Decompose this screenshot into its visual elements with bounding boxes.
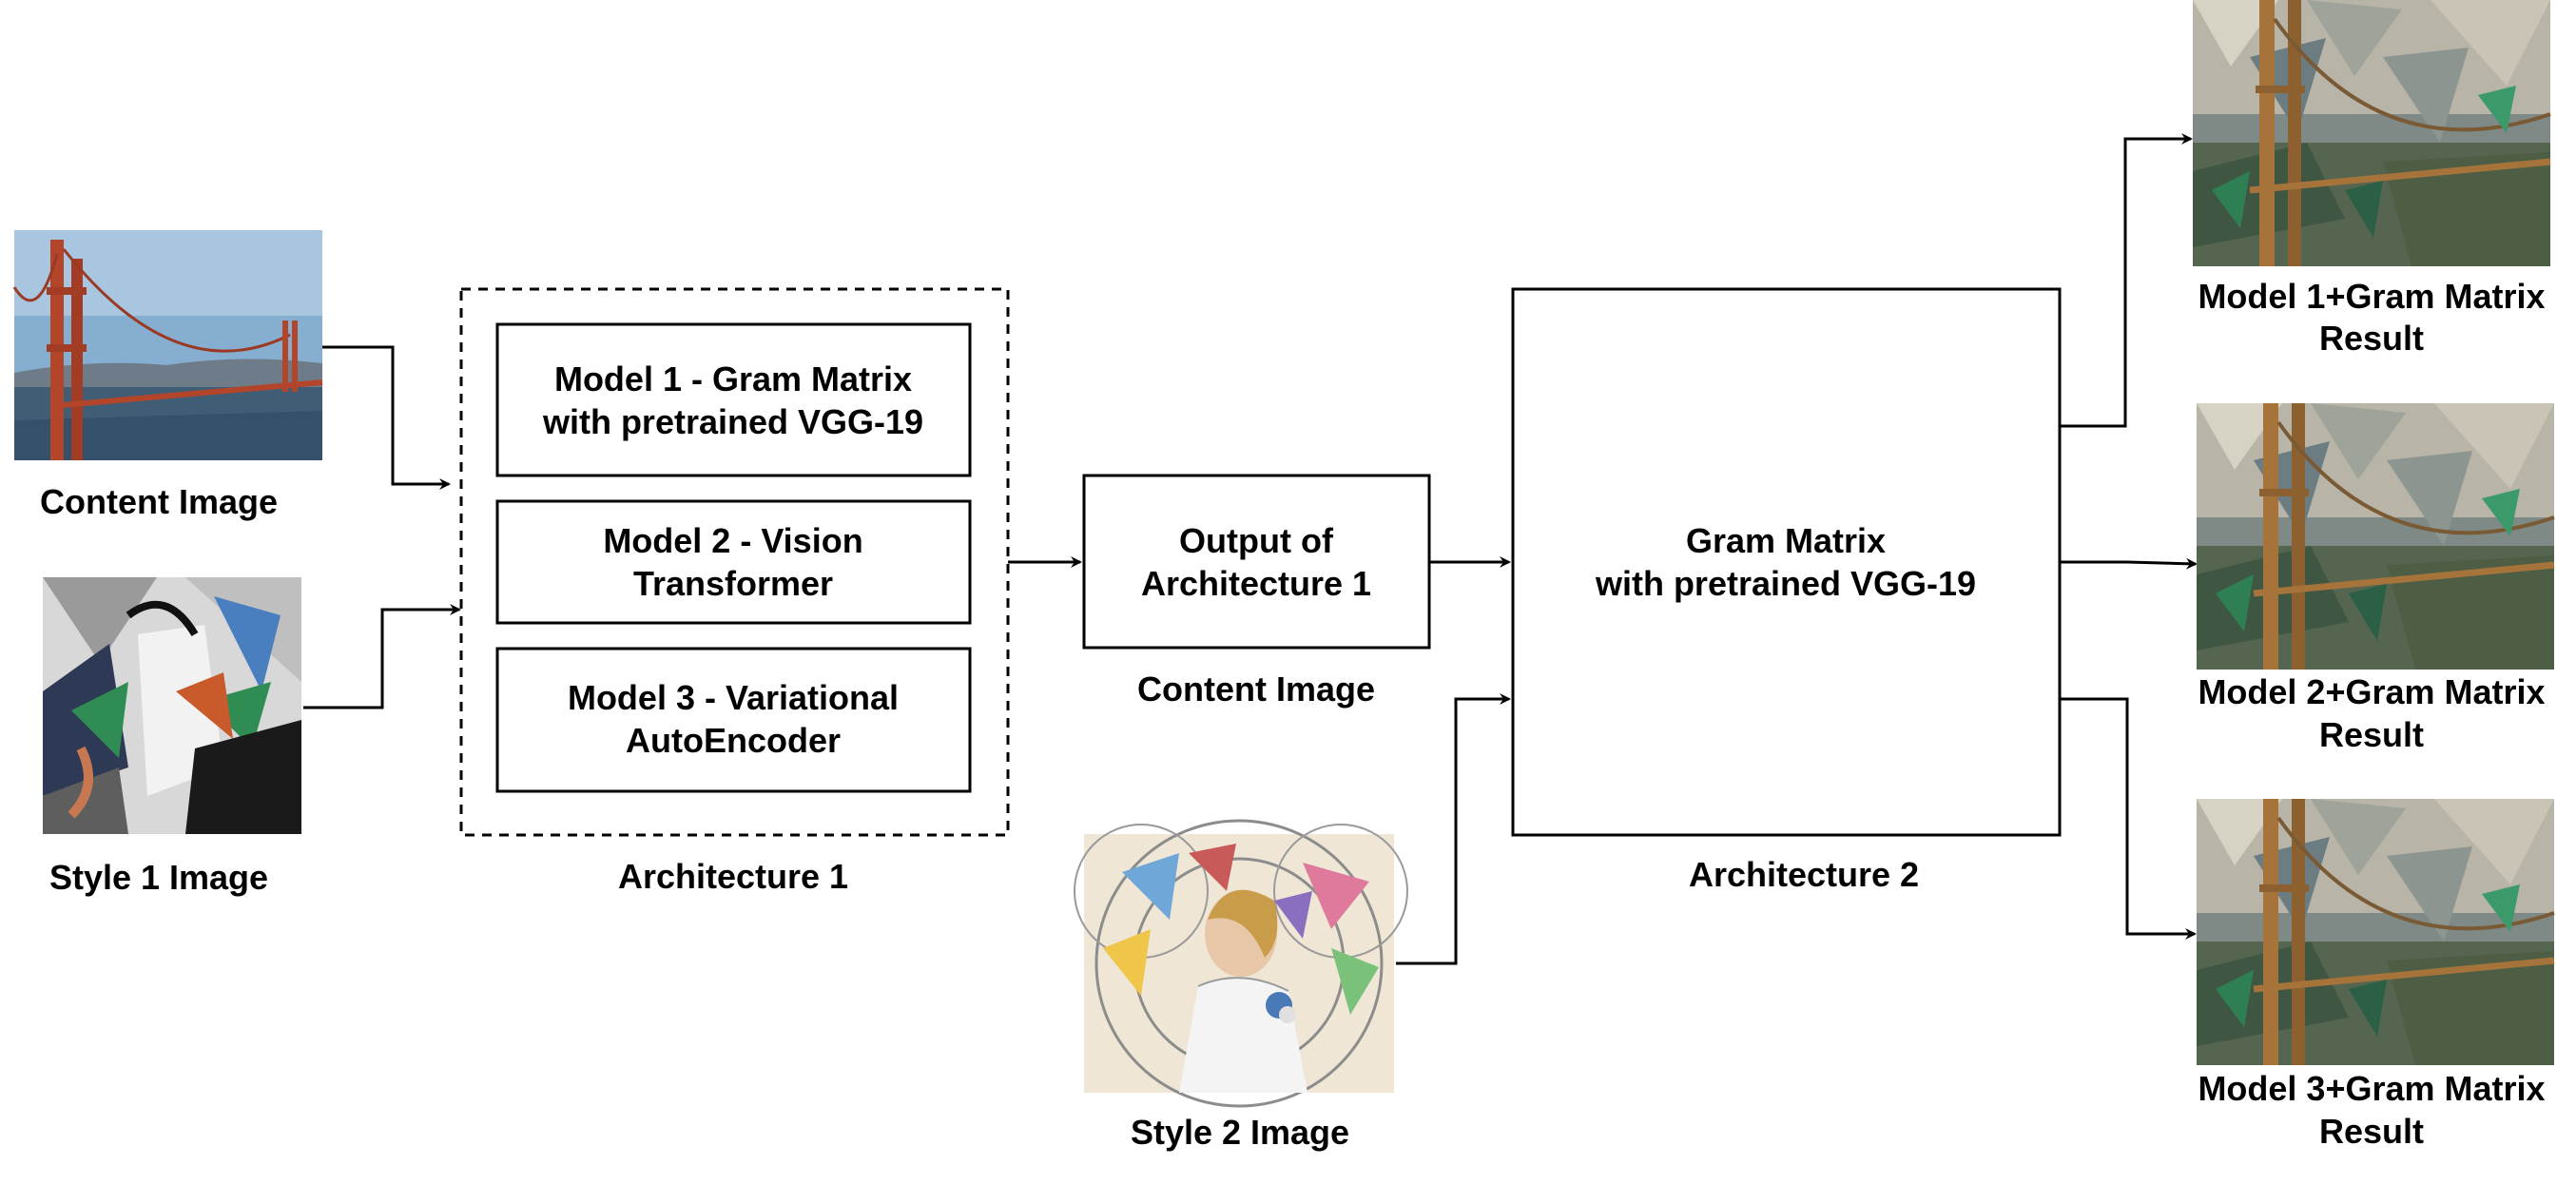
model-1-label-line1: Model 1 - Gram Matrix — [554, 359, 912, 398]
connector-content-to-arch1 — [322, 345, 451, 490]
result-2-image — [2197, 403, 2554, 670]
connector-style1-to-arch1 — [303, 604, 461, 709]
style-1-image — [43, 577, 301, 834]
style-2-image-label: Style 2 Image — [1131, 1113, 1349, 1152]
output-content-image-caption: Content Image — [1137, 670, 1375, 709]
content-image-label: Content Image — [40, 482, 278, 521]
result-2-label-line1: Model 2+Gram Matrix — [2198, 672, 2545, 711]
model-1-label-line2: with pretrained VGG-19 — [542, 402, 923, 441]
result-2-label-line2: Result — [2319, 715, 2424, 754]
content-image — [14, 230, 322, 460]
output-box-line2: Architecture 1 — [1141, 564, 1371, 603]
model-2-box: Model 2 - Vision Transformer — [495, 499, 972, 625]
architecture-2-box: Gram Matrix with pretrained VGG-19 — [1511, 287, 2062, 837]
style-2-image — [1073, 819, 1409, 1108]
result-3-image — [2197, 799, 2554, 1065]
model-3-label-line2: AutoEncoder — [626, 721, 841, 760]
model-1-box: Model 1 - Gram Matrix with pretrained VG… — [495, 322, 972, 477]
output-box-line1: Output of — [1179, 521, 1334, 560]
output-architecture-1-box: Output of Architecture 1 — [1082, 474, 1431, 650]
connector-style2-to-arch2 — [1396, 693, 1511, 965]
architecture-1-caption: Architecture 1 — [618, 857, 848, 896]
architecture-2-caption: Architecture 2 — [1689, 855, 1919, 894]
result-1-label-line1: Model 1+Gram Matrix — [2198, 277, 2545, 316]
result-3-label-line1: Model 3+Gram Matrix — [2198, 1069, 2545, 1108]
result-1-image — [2193, 0, 2550, 266]
connector-arch2-to-result-2 — [2060, 557, 2198, 570]
style-1-image-label: Style 1 Image — [49, 858, 268, 897]
model-3-box: Model 3 - Variational AutoEncoder — [495, 647, 972, 793]
result-3-label-line2: Result — [2319, 1112, 2424, 1151]
architecture-2-line1: Gram Matrix — [1686, 521, 1886, 560]
connector-arch2-to-result-3 — [2060, 697, 2197, 940]
architecture-2-line2: with pretrained VGG-19 — [1595, 564, 1976, 603]
model-3-label-line1: Model 3 - Variational — [568, 678, 899, 717]
model-2-label-line2: Transformer — [633, 564, 833, 603]
model-2-label-line1: Model 2 - Vision — [603, 521, 862, 560]
result-1-label-line2: Result — [2319, 319, 2424, 358]
connector-arch2-to-result-1 — [2060, 133, 2193, 428]
